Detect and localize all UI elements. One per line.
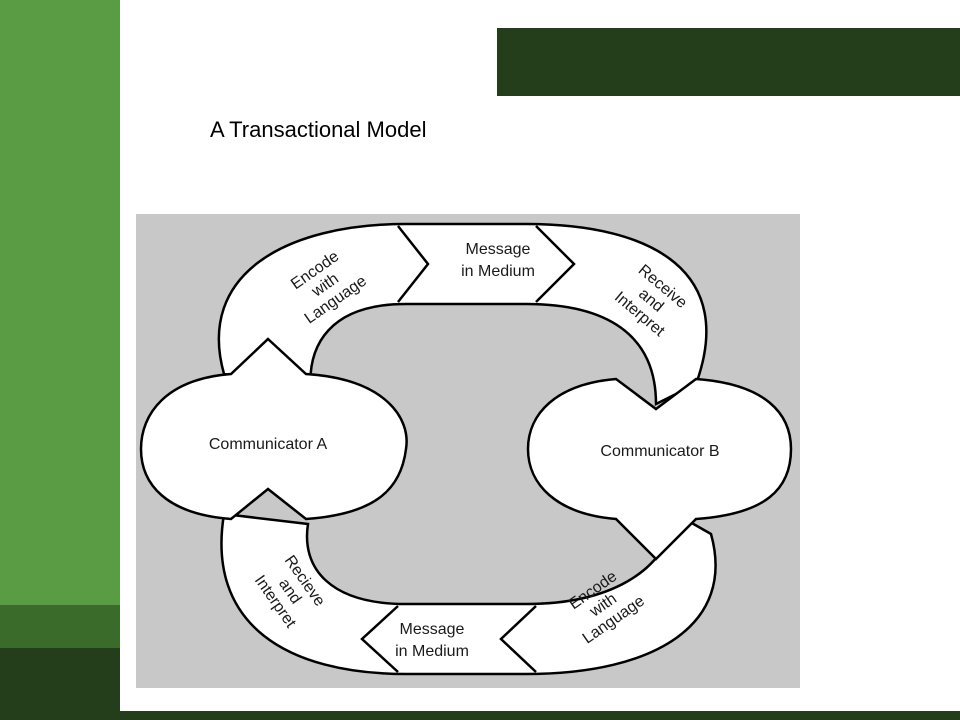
left-accent-band-dark xyxy=(0,648,120,720)
communicator-a-label: Communicator A xyxy=(209,436,328,453)
bottom-encode-arrow xyxy=(360,605,399,673)
communicator-b-label: Communicator B xyxy=(600,443,719,460)
bottom-message-label-1: Message xyxy=(400,621,465,638)
header-bar xyxy=(497,28,960,96)
top-message-label-2: in Medium xyxy=(461,263,535,280)
top-flow-band xyxy=(217,222,708,407)
communicator-b-shape xyxy=(526,377,793,561)
footer-strip xyxy=(120,711,960,720)
top-message-label-1: Message xyxy=(466,241,531,258)
left-accent-band xyxy=(0,0,120,605)
top-encode-arrow xyxy=(397,225,430,303)
bottom-message-label-2: in Medium xyxy=(395,643,469,660)
top-message-arrow xyxy=(535,225,576,303)
transactional-model-diagram: Communicator A Communicator B Encode wit… xyxy=(136,214,800,688)
communicator-a-shape xyxy=(139,337,408,521)
left-accent-band-mid xyxy=(0,605,120,648)
bottom-message-arrow xyxy=(499,605,537,673)
slide-title: A Transactional Model xyxy=(210,117,427,142)
bottom-flow-band xyxy=(220,512,717,676)
